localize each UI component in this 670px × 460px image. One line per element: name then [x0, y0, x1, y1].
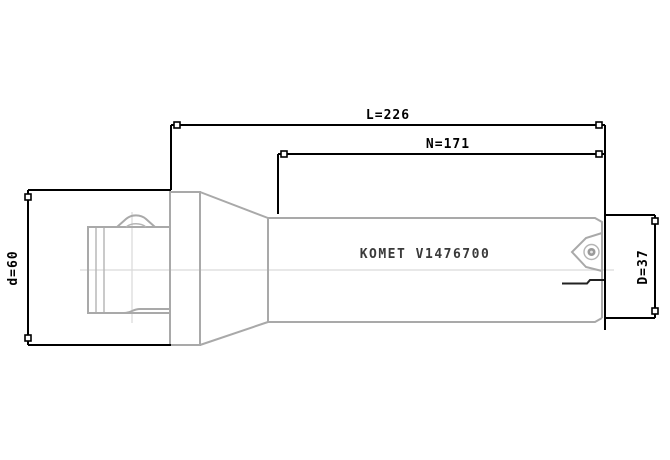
dim-tick-D-bottom — [651, 307, 659, 315]
drive-lug-outline — [116, 214, 156, 228]
extension-lines-d — [28, 189, 171, 346]
dim-text-usable-length: N=171 — [426, 137, 470, 152]
part-label: KOMET V1476700 — [360, 247, 491, 262]
insert-outline — [570, 232, 603, 272]
shank-bottom-step — [88, 308, 170, 314]
cutting-edge-line — [562, 279, 604, 285]
dim-tick-N-left — [280, 150, 288, 158]
extension-lines-D — [605, 214, 655, 319]
flange-outline — [169, 191, 201, 346]
dim-tick-L-left — [173, 121, 181, 129]
insert-screw — [583, 243, 600, 261]
dim-text-shank-diameter: d=60 — [6, 250, 21, 285]
dim-text-total-length: L=226 — [366, 108, 410, 123]
dim-tick-d-bottom — [24, 334, 32, 342]
dim-tick-d-top — [24, 193, 32, 201]
drive-lug-inner-arc — [125, 223, 147, 228]
dim-tick-L-right — [595, 121, 603, 129]
insert-screw-center — [590, 250, 593, 254]
cone-outline — [199, 191, 269, 346]
dim-text-cutting-diameter: D=37 — [636, 249, 651, 284]
shank-groove-lines — [95, 228, 105, 312]
dim-tick-D-top — [651, 217, 659, 225]
dim-tick-N-right — [595, 150, 603, 158]
